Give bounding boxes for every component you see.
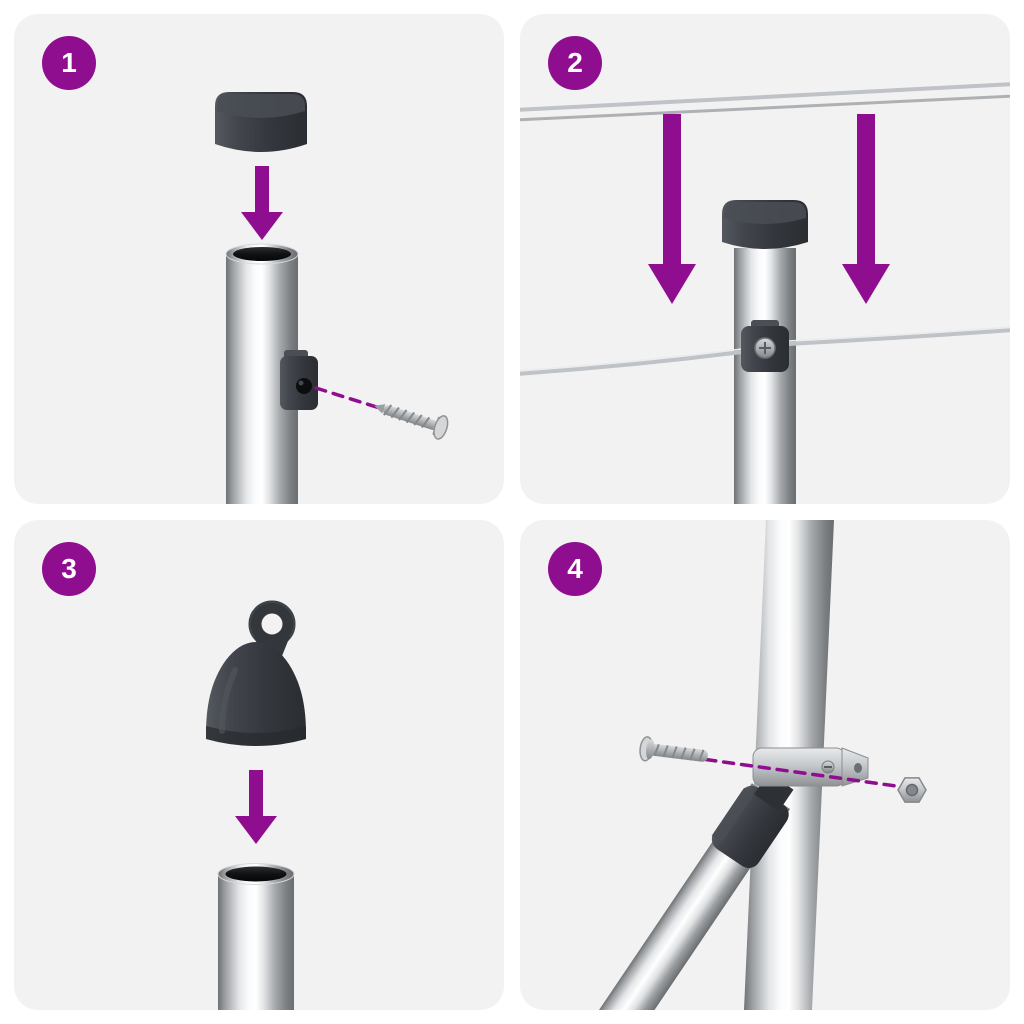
step-2-illustration: [520, 82, 1010, 504]
post-cap: [215, 92, 307, 152]
step-4-panel: 4: [520, 520, 1010, 1010]
step-number-badge: 3: [42, 542, 96, 596]
step-3-panel: 3: [14, 520, 504, 1010]
step-3-illustration: [206, 600, 306, 1010]
bolt-icon: [639, 736, 708, 762]
capped-post: [722, 200, 808, 504]
nut-icon: [897, 777, 927, 803]
step-number-badge: 4: [548, 542, 602, 596]
step-1-panel: 1: [14, 14, 504, 504]
open-post: [217, 863, 295, 1010]
eyelet-cap: [206, 600, 306, 746]
step-number-badge: 1: [42, 36, 96, 90]
tension-wire: [520, 326, 1010, 376]
wire-clip: [741, 320, 789, 372]
step-4-illustration: [584, 520, 927, 1010]
down-arrow-icon: [241, 166, 283, 240]
dashed-guide-line: [314, 386, 388, 412]
down-arrow-icon: [648, 114, 696, 304]
down-arrow-icon: [842, 114, 890, 304]
down-arrow-icon: [235, 770, 277, 844]
wire-clip: [280, 350, 318, 410]
step-number-badge: 2: [548, 36, 602, 90]
step-1-illustration: [215, 92, 449, 504]
top-wire: [520, 82, 1010, 122]
dashed-guide-line: [686, 755, 898, 788]
step-2-panel: 2: [520, 14, 1010, 504]
screw-icon: [374, 404, 449, 440]
